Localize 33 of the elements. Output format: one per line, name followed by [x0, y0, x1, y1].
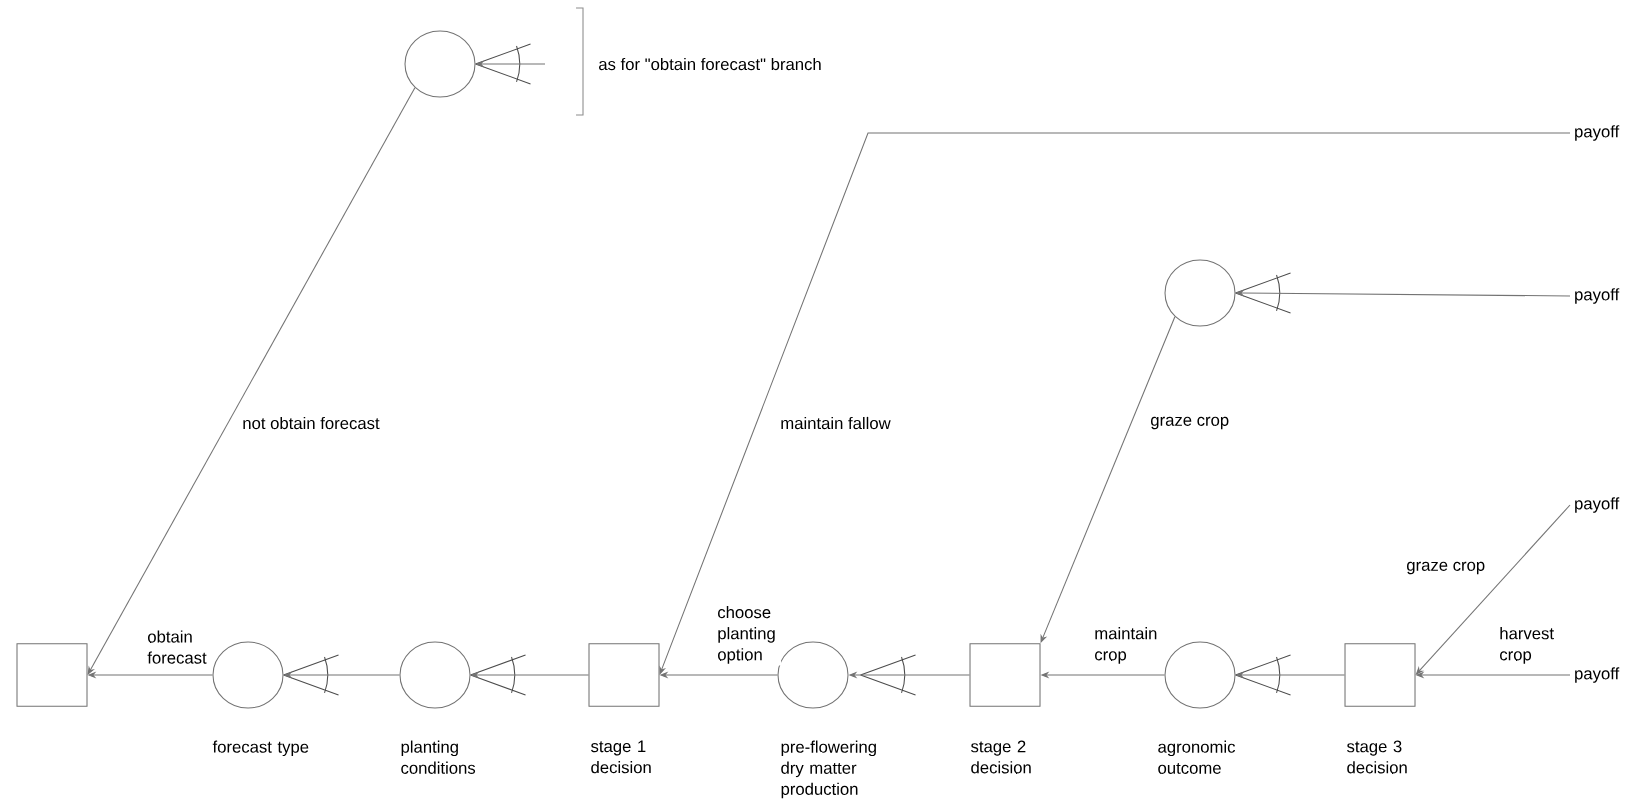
node-caption: stage 1 decision	[591, 740, 651, 774]
edge-label: choose planting option	[715, 604, 782, 666]
decision-box	[969, 643, 1041, 707]
edge-label: obtain forecast	[145, 628, 212, 666]
decision-box	[16, 643, 88, 707]
chance-circle	[1164, 259, 1236, 327]
chance-circle	[399, 641, 471, 709]
arrow	[659, 132, 1571, 675]
edge-label: not obtain forecast	[240, 415, 382, 431]
chance-circle	[1164, 641, 1236, 709]
node-caption: planting conditions	[401, 740, 476, 774]
payoff-label: payoff	[1575, 125, 1620, 141]
node-caption: pre-flowering dry matter production	[781, 740, 876, 799]
chance-circle	[212, 641, 284, 709]
node-caption: agronomic outcome	[1158, 740, 1236, 774]
payoff-label: payoff	[1575, 497, 1620, 513]
edge-label: maintain crop	[1092, 625, 1159, 666]
edge-label: harvest crop	[1497, 625, 1558, 666]
edge-label: graze crop	[1148, 415, 1231, 431]
edge-label: graze crop	[1404, 560, 1487, 576]
chance-circle	[777, 641, 849, 709]
decision-box	[588, 643, 660, 707]
decision-box	[1344, 643, 1416, 707]
node-caption: stage 2 decision	[971, 740, 1031, 774]
arrow	[1415, 504, 1571, 675]
node-caption: forecast type	[212, 740, 309, 757]
node-caption: stage 3 decision	[1347, 740, 1407, 774]
edge-label: maintain fallow	[778, 415, 893, 431]
note-label: as for "obtain forecast" branch	[599, 57, 821, 71]
chance-circle	[404, 30, 476, 98]
arrow	[87, 87, 416, 675]
payoff-label: payoff	[1575, 667, 1620, 683]
payoff-label: payoff	[1575, 288, 1620, 304]
